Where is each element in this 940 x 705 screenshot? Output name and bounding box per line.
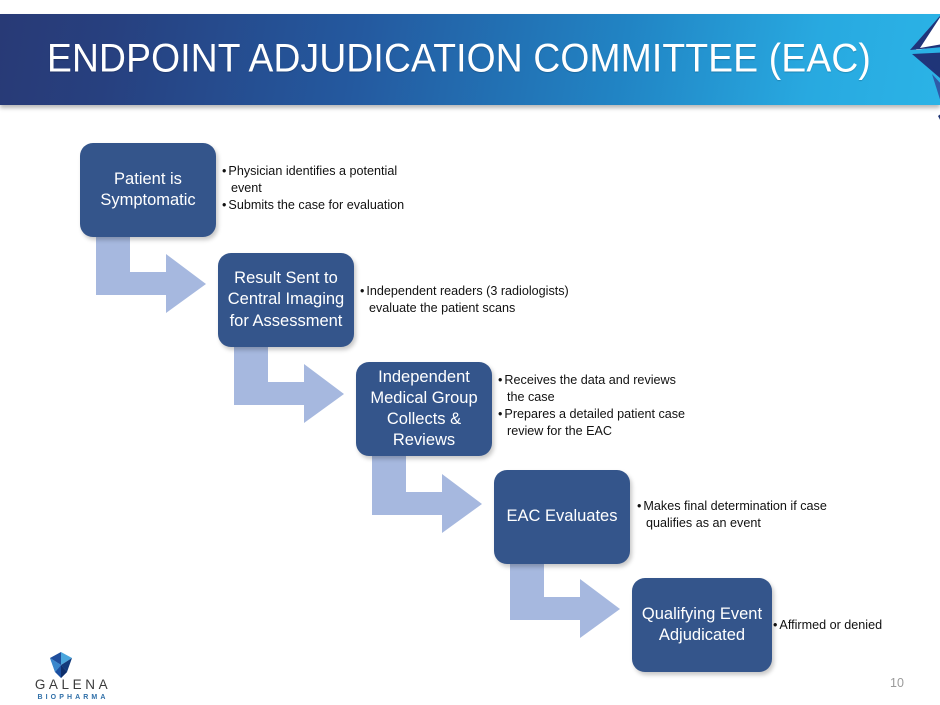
arrow-step4-to-step5	[510, 553, 620, 638]
step-4-bullets: Makes final determination if case qualif…	[637, 498, 837, 532]
step-5-label-line-2: Adjudicated	[658, 626, 746, 644]
arrow-step1-to-step2	[96, 228, 206, 313]
step-5-label-line-1: Qualifying Event	[641, 604, 763, 623]
step-5-bullet-1: Affirmed or denied	[773, 617, 938, 634]
step-3-bullet-1: Receives the data and reviews the case	[498, 372, 696, 405]
step-4-bullet-1: Makes final determination if case qualif…	[637, 498, 837, 531]
arrow-step2-to-step3	[234, 338, 344, 423]
step-4-label-line-1: EAC Evaluates	[506, 507, 618, 526]
step-2-bullets: Independent readers (3 radiologists) eva…	[360, 283, 575, 317]
title-banner: ENDPOINT ADJUDICATION COMMITTEE (EAC)	[0, 14, 940, 105]
arrow-step3-to-step4	[372, 448, 482, 533]
galena-biopharma-logo: GALENA BIOPHARMA	[14, 652, 132, 701]
step-3-label-line-2: Medical Group	[370, 388, 478, 407]
diamond-star-icon	[50, 652, 72, 678]
step-2-label-line-3: for Assessment	[229, 311, 343, 330]
step-3-label-line-3: Collects &	[386, 410, 462, 428]
step-3-label-line-4: Reviews	[392, 431, 456, 450]
process-box-step-3[interactable]: Independent Medical Group Collects & Rev…	[356, 362, 492, 456]
logo-tagline: BIOPHARMA	[37, 694, 109, 701]
page-title: ENDPOINT ADJUDICATION COMMITTEE (EAC)	[47, 36, 871, 81]
step-1-bullet-1: Physician identifies a potential event	[222, 163, 422, 196]
step-1-bullets: Physician identifies a potential event S…	[222, 163, 422, 215]
step-3-bullet-2: Prepares a detailed patient case review …	[498, 406, 696, 439]
step-2-label-line-2: Central Imaging	[227, 290, 345, 309]
step-5-bullets: Affirmed or denied	[773, 617, 938, 635]
step-3-label-line-1: Independent	[378, 367, 470, 386]
step-2-label-line-1: Result Sent to	[234, 269, 338, 288]
step-2-bullet-1: Independent readers (3 radiologists) eva…	[360, 283, 575, 316]
step-1-label-line-2: Symptomatic	[100, 191, 196, 209]
process-box-step-1[interactable]: Patient is Symptomatic	[80, 143, 216, 237]
step-3-bullets: Receives the data and reviews the case P…	[498, 372, 696, 440]
process-box-step-4[interactable]: EAC Evaluates	[494, 470, 630, 564]
step-1-label-line-1: Patient is	[114, 169, 182, 188]
process-box-step-5[interactable]: Qualifying Event Adjudicated	[632, 578, 772, 672]
logo-wordmark: GALENA	[34, 677, 112, 692]
process-box-step-2[interactable]: Result Sent to Central Imaging for Asses…	[218, 253, 354, 347]
step-1-bullet-2: Submits the case for evaluation	[222, 197, 422, 214]
page-number: 10	[890, 676, 904, 690]
